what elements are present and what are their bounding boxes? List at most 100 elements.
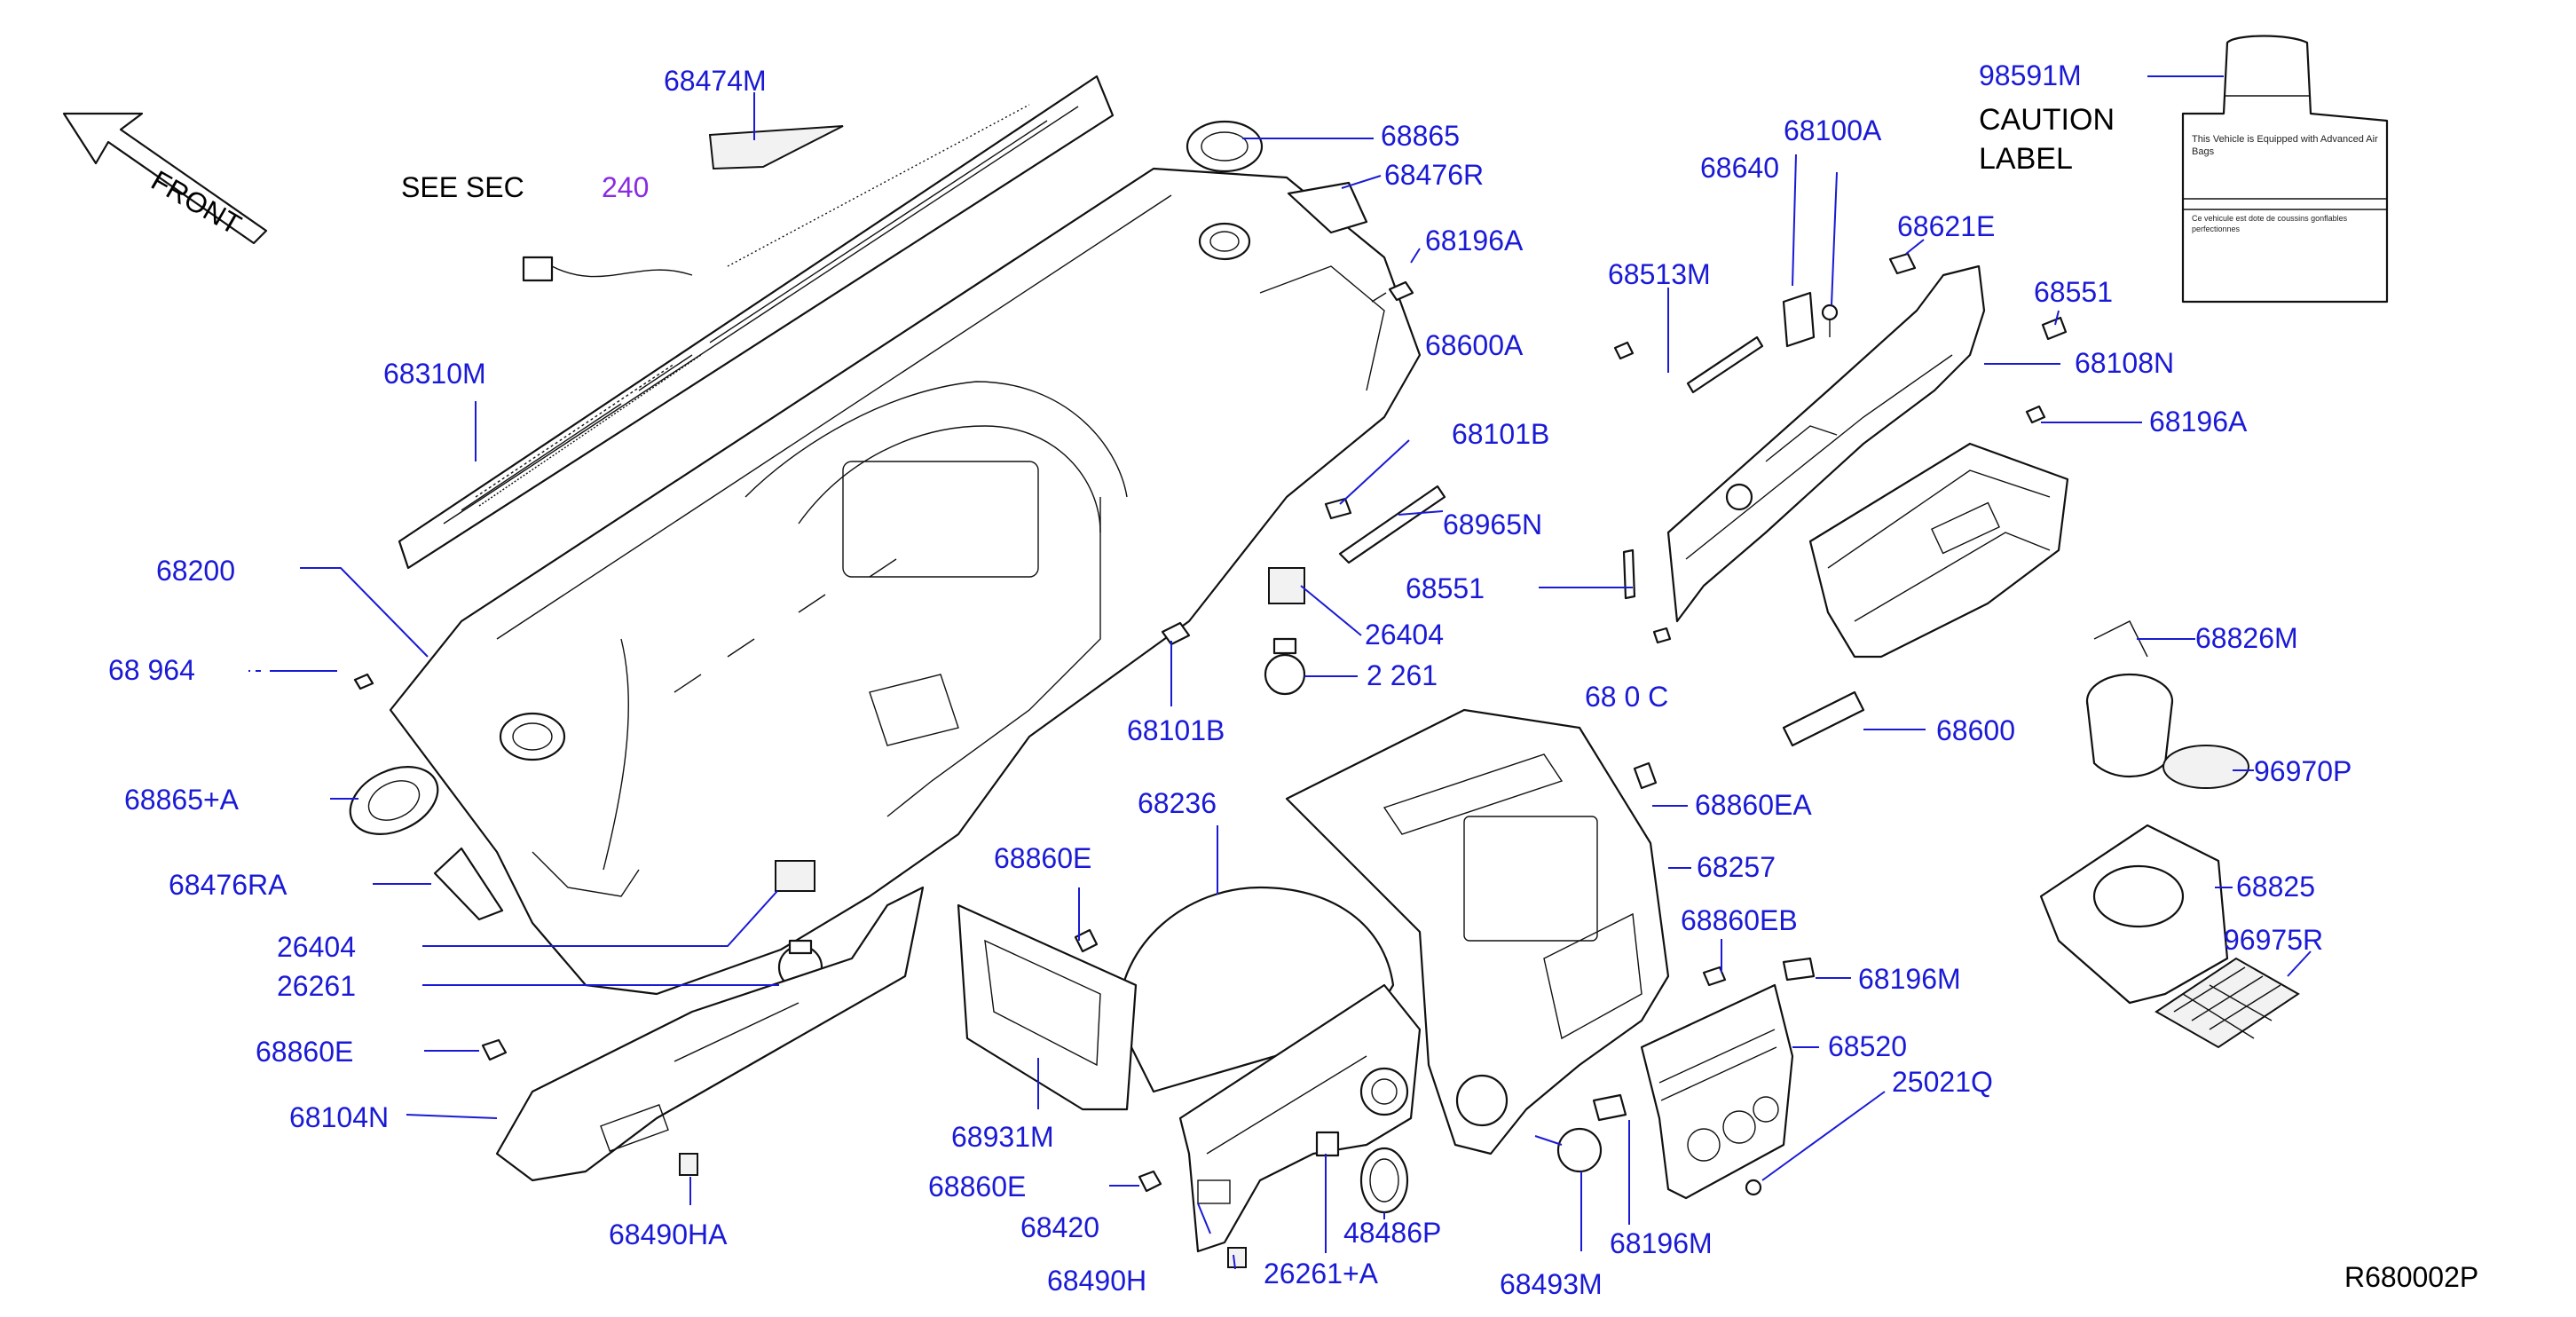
bracket-68640-part: [1782, 291, 1816, 348]
label-68474M-part: [708, 125, 844, 170]
callout-68196A-top[interactable]: 68196A: [1425, 225, 1524, 256]
defroster-grille-part: [398, 75, 1115, 570]
clip-68860EA-part: [1633, 761, 1658, 790]
callout-68101B-top[interactable]: 68101B: [1452, 418, 1549, 450]
bezel-68476R-part: [1287, 181, 1368, 234]
callout-68860EB[interactable]: 68860EB: [1681, 904, 1798, 936]
callout-68825[interactable]: 68825: [2236, 871, 2315, 903]
callout-68865A[interactable]: 68865+A: [124, 784, 240, 816]
callout-26261A[interactable]: 26261+A: [1264, 1258, 1379, 1289]
callout-68420[interactable]: 68420: [1020, 1211, 1099, 1243]
callout-68965N[interactable]: 68965N: [1443, 509, 1542, 540]
screw-68196A-left-part: [1613, 341, 1635, 360]
glove-lid-68600-part: [1808, 442, 2069, 658]
callout-68860E-left[interactable]: 68860E: [256, 1036, 353, 1068]
callout-68865[interactable]: 68865: [1381, 120, 1460, 152]
cluster-lid-68420-part: [1178, 983, 1422, 1253]
instrument-panel-68200-part: [389, 167, 1422, 996]
callout-68476RA[interactable]: 68476RA: [169, 869, 288, 901]
callout-68931M[interactable]: 68931M: [951, 1121, 1054, 1153]
see-sec-label: SEE SEC: [401, 171, 524, 203]
bulb-26261A-part: [1315, 1131, 1340, 1157]
sensor-26404-mid-part: [1268, 567, 1305, 604]
vent-68865-part: [1186, 120, 1264, 173]
callout-68200[interactable]: 68200: [156, 555, 235, 587]
caution-caption-line2: LABEL: [1979, 142, 2073, 176]
callout-68860E-mid[interactable]: 68860E: [994, 842, 1091, 874]
callout-25021Q[interactable]: 25021Q: [1892, 1066, 1993, 1098]
callout-68600[interactable]: 68600: [1936, 714, 2015, 746]
mat-96970P-part: [2162, 745, 2249, 789]
front-label: FRONT: [146, 164, 247, 241]
cap-68490H-part: [1227, 1247, 1247, 1268]
callout-48486P[interactable]: 48486P: [1343, 1217, 1441, 1249]
callout-68964[interactable]: 68 964: [108, 654, 195, 686]
finisher-68931M-part: [957, 903, 1138, 1111]
callout-26261-left[interactable]: 26261: [277, 970, 356, 1002]
cap-68490HA-part: [679, 1153, 698, 1176]
callout-68520[interactable]: 68520: [1828, 1030, 1907, 1062]
callout-68474M[interactable]: 68474M: [664, 65, 767, 97]
callout-68196M-low[interactable]: 68196M: [1610, 1227, 1713, 1259]
clip-68600C-part: [1652, 627, 1672, 644]
callout-68860E-low[interactable]: 68860E: [928, 1171, 1026, 1203]
callout-68257[interactable]: 68257: [1697, 851, 1776, 883]
stop-68551-mid-part: [1622, 548, 1636, 600]
callout-68600A[interactable]: 68600A: [1425, 329, 1524, 361]
caution-label-98591M-part: [2181, 35, 2389, 304]
callout-68826M[interactable]: 68826M: [2195, 622, 2298, 654]
screw-68196A-right-part: [2025, 405, 2046, 424]
caution-text-en: This Vehicle is Equipped with Advanced A…: [2192, 134, 2378, 157]
callout-68100A[interactable]: 68100A: [1784, 114, 1882, 146]
bumper-68551-right-part: [2041, 316, 2068, 341]
callout-68108N[interactable]: 68108N: [2075, 347, 2174, 379]
callout-68476R[interactable]: 68476R: [1384, 159, 1484, 191]
mat-96975R-part: [2155, 957, 2300, 1049]
callout-68860EA[interactable]: 68860EA: [1695, 789, 1812, 821]
bracket-68101B-part: [1324, 497, 1352, 520]
bracket-68101B-mid-part: [1161, 621, 1191, 646]
caution-caption-line1: CAUTION: [1979, 103, 2115, 137]
rod-68513M-part: [1686, 335, 1764, 394]
callout-68196A-right[interactable]: 68196A: [2149, 406, 2248, 438]
callout-98591M[interactable]: 98591M: [1979, 59, 2082, 91]
trim-68965N-part: [1338, 485, 1446, 564]
callout-26404-left[interactable]: 26404: [277, 931, 356, 963]
callout-68490H[interactable]: 68490H: [1047, 1265, 1146, 1297]
bezel-68476RA-part: [433, 847, 504, 921]
bulb-26261-mid-part: [1264, 637, 1306, 696]
callout-68640[interactable]: 68640: [1700, 152, 1779, 184]
harness-68310M-part: [522, 256, 693, 282]
callout-68493M[interactable]: 68493M: [1500, 1268, 1603, 1300]
callout-68490HA[interactable]: 68490HA: [609, 1218, 728, 1250]
center-console-68257-part: [1285, 708, 1670, 1155]
callout-68104N[interactable]: 68104N: [289, 1101, 389, 1133]
clip-68860E-left-part: [481, 1038, 508, 1061]
caution-text-fr: Ce vehicule est dote de coussins gonflab…: [2192, 214, 2347, 233]
screw-68964-part: [353, 673, 374, 690]
latch-68621E-part: [1888, 252, 1917, 275]
callout-68600C[interactable]: 68 0 C: [1585, 681, 1668, 713]
callout-96970P[interactable]: 96970P: [2254, 755, 2351, 787]
see-sec-number-link[interactable]: 240: [602, 171, 649, 203]
callout-68101B-mid[interactable]: 68101B: [1127, 714, 1225, 746]
leader-lines: [248, 92, 2312, 1270]
callout-68310M[interactable]: 68310M: [383, 358, 486, 390]
callout-68513M[interactable]: 68513M: [1608, 258, 1711, 290]
cup-finisher-68825-part: [2039, 824, 2229, 1005]
callout-68621E[interactable]: 68621E: [1897, 210, 1995, 242]
callout-96975R[interactable]: 96975R: [2224, 924, 2323, 956]
callout-68196M-right[interactable]: 68196M: [1858, 963, 1961, 995]
audio-bezel-68520-part: [1640, 983, 1794, 1200]
callout-26261-mid[interactable]: 2 261: [1367, 659, 1438, 691]
callout-68236[interactable]: 68236: [1138, 787, 1217, 819]
sensor-26404-left-part: [775, 860, 815, 892]
clip-68860E-low-part: [1138, 1170, 1162, 1193]
ring-48486P-part: [1359, 1147, 1409, 1214]
callout-68551-mid[interactable]: 68551: [1406, 572, 1485, 604]
callout-26404-mid[interactable]: 26404: [1365, 619, 1444, 651]
callout-68551-right[interactable]: 68551: [2034, 276, 2113, 308]
glove-box-68108N-part: [1666, 264, 1986, 623]
cup-holder-68826M-part: [2085, 620, 2174, 778]
